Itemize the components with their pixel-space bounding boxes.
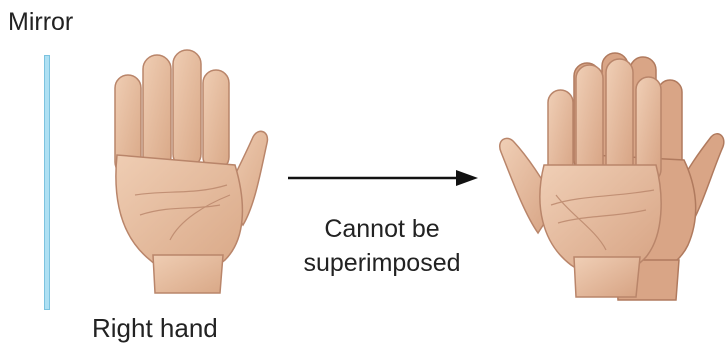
arrow-caption: Cannot be superimposed xyxy=(268,212,496,280)
right-palm-shape xyxy=(115,50,267,293)
arrow-caption-line-2: superimposed xyxy=(268,246,496,280)
mirror-bar xyxy=(44,55,50,310)
overlapped-palms-icon xyxy=(496,45,726,305)
arrow-right-icon xyxy=(288,168,488,188)
mirror-label: Mirror xyxy=(8,8,73,37)
arrow-caption-line-1: Cannot be xyxy=(268,212,496,246)
right-palm-icon xyxy=(95,45,295,295)
front-hand-shape xyxy=(500,59,661,297)
right-hand-label: Right hand xyxy=(92,313,218,344)
